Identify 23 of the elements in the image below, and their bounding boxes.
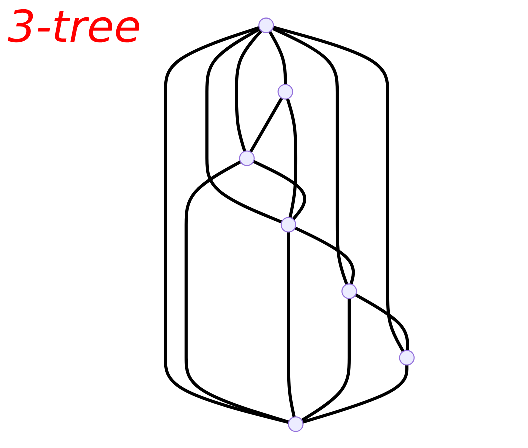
node-circle [239,150,255,166]
connector [294,226,356,285]
connector [302,365,409,424]
title: 3-tree [8,2,142,54]
connector [272,27,348,286]
node-circle [399,350,415,366]
connector [301,298,352,422]
connector [206,28,283,224]
connector [164,26,290,424]
connector [268,31,288,85]
connector [235,30,263,152]
node-circle [342,284,358,300]
node-circle [280,217,296,233]
connector [249,98,284,153]
node-circle [258,18,274,34]
connector [287,232,296,418]
connector [355,294,410,351]
node-circle [278,84,294,100]
node-circle [288,416,304,432]
connector [286,98,298,218]
connector [184,160,290,424]
connector [272,26,405,352]
connector [253,160,306,220]
